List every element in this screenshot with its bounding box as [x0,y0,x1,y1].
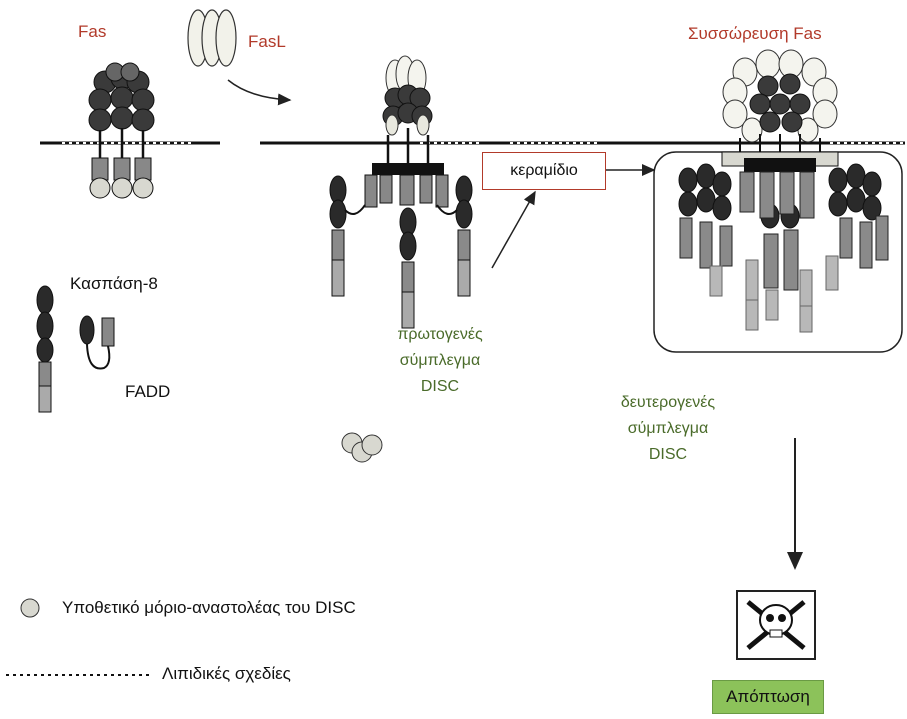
ceramide-arrow-up [492,192,535,268]
apoptosis-box: Απόπτωση [712,680,824,714]
secondary-disc-label: δευτερογενές σύμπλεγμα DISC [606,390,730,468]
fadd-label: FADD [125,382,170,402]
caspase8-label: Κασπάση-8 [70,274,158,294]
fasl-arrow [228,80,290,100]
secondary-disc [654,50,902,352]
aggregation-label: Συσσώρευση Fas [688,24,822,44]
fasl-trimer [188,10,236,66]
inhibitor-trimer [342,433,382,462]
ceramide-box: κεραμίδιο [482,152,606,190]
fasl-label: FasL [248,32,286,52]
lipid-raft-legend-label: Λιπιδικές σχεδίες [162,664,291,684]
fas-receptor-trimer [89,63,154,198]
inhibitor-legend-icon [21,599,39,617]
caspase8-icon [37,286,53,412]
fadd-icon [80,316,114,369]
inhibitor-legend-label: Υποθετικό μόριο-αναστολέας του DISC [62,598,356,618]
primary-disc-label: πρωτογενές σύμπλεγμα DISC [382,322,498,400]
death-skull-icon [736,590,816,660]
primary-disc [330,56,472,328]
fas-label: Fas [78,22,106,42]
